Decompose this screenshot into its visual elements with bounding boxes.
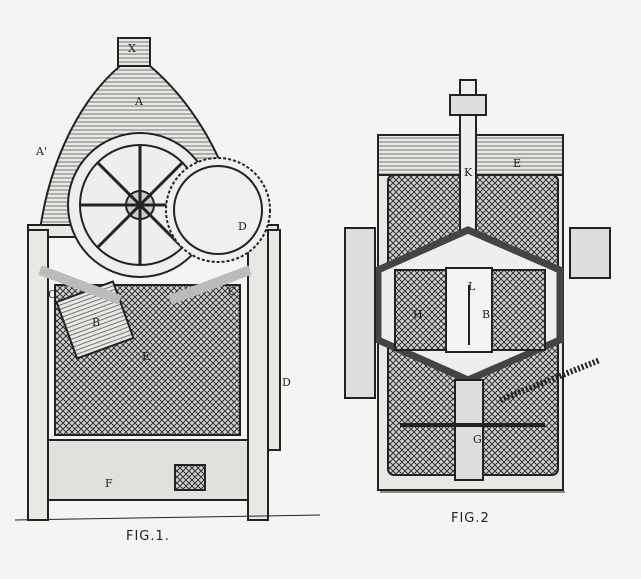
gear-wheel <box>165 157 271 263</box>
label-h: H <box>413 308 423 321</box>
label-l: L <box>468 280 476 293</box>
drawer-f <box>47 439 249 501</box>
figure-2-caption: FIG.2 <box>451 511 490 526</box>
label-c-left: C <box>48 288 56 301</box>
figure-2-labels: E K L H B G FIG.2 <box>413 157 521 526</box>
lower-shaft-g <box>454 379 484 481</box>
figure-1-caption: FIG.1. <box>126 529 170 544</box>
figure-2 <box>344 79 611 493</box>
label-e: E <box>513 157 521 170</box>
label-c-right: C <box>228 285 236 298</box>
figure-1-labels: X A A' D B E C C D F FIG.1. <box>35 42 291 544</box>
side-rod-d <box>267 229 281 451</box>
label-a-prime: A' <box>35 145 47 158</box>
label-f: F <box>105 477 113 490</box>
label-b: B <box>92 316 100 329</box>
label-k: K <box>464 166 473 179</box>
figure-1 <box>14 37 321 521</box>
label-x: X <box>128 42 136 55</box>
label-b: B <box>482 308 490 321</box>
label-g: G <box>473 433 482 446</box>
label-e: E <box>142 350 150 363</box>
label-d-top: D <box>238 220 247 233</box>
label-a: A <box>134 95 144 108</box>
label-d-side: D <box>282 376 291 389</box>
